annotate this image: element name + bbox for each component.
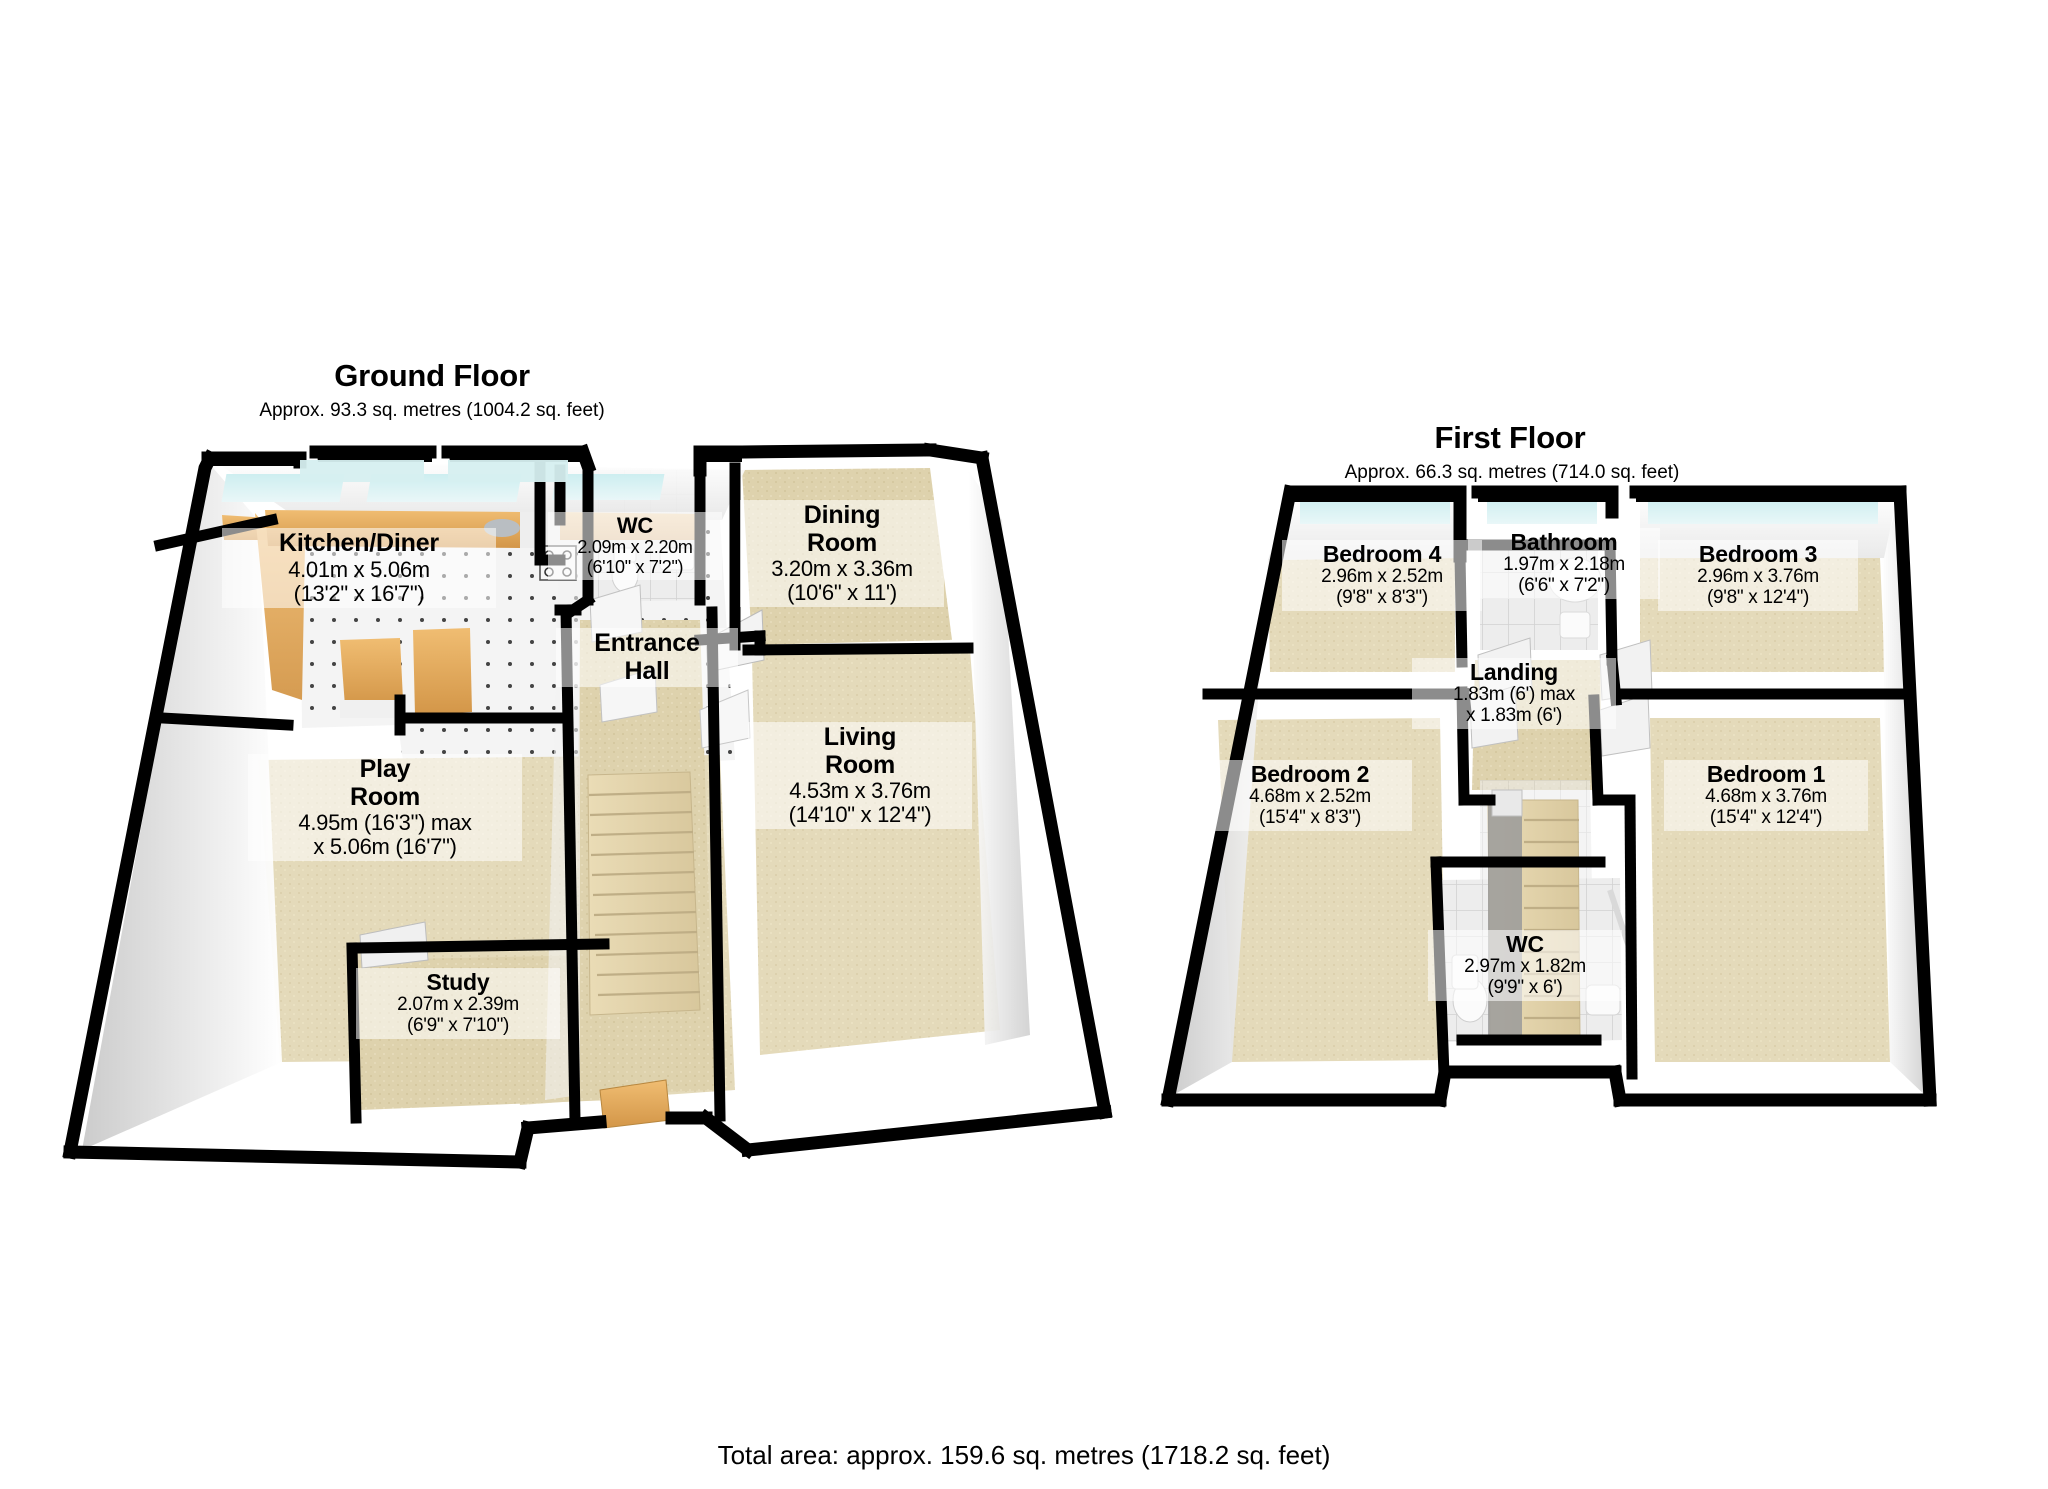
room-dim-metric-bedroom-2: 4.68m x 2.52m — [1249, 786, 1371, 808]
room-name-living-room-line1: Living — [823, 723, 897, 751]
room-name-bathroom: Bathroom — [1510, 529, 1618, 555]
room-label-study[interactable]: Study 2.07m x 2.39m (6'9" x 7'10") — [356, 968, 560, 1040]
room-dim-imperial-dining-room: (10'6" x 11') — [787, 580, 897, 606]
room-name-study: Study — [426, 969, 490, 995]
room-dim-metric-kitchen-diner: 4.01m x 5.06m — [288, 556, 430, 582]
room-name-dining-room-line2: Room — [806, 528, 878, 557]
room-label-kitchen-diner[interactable]: Kitchen/Diner 4.01m x 5.06m (13'2" x 16'… — [222, 528, 496, 608]
room-name-wc-ground: WC — [616, 513, 654, 538]
room-dim-metric-wc-first: 2.97m x 1.82m — [1464, 956, 1586, 978]
room-name-wc-first: WC — [1506, 931, 1544, 957]
room-label-bedroom-2[interactable]: Bedroom 2 4.68m x 2.52m (15'4" x 8'3") — [1208, 760, 1412, 832]
room-dim-imperial-wc-first: (9'9" x 6') — [1487, 977, 1563, 999]
room-label-landing[interactable]: Landing 1.83m (6') max x 1.83m (6') — [1412, 658, 1616, 730]
room-name-bedroom-2: Bedroom 2 — [1250, 761, 1370, 787]
first-floor-title: First Floor — [1434, 420, 1586, 455]
room-dim-metric-bedroom-3: 2.96m x 3.76m — [1697, 566, 1819, 588]
dining-window — [551, 474, 665, 500]
room-label-play-room[interactable]: Play Room 4.95m (16'3") max x 5.06m (16'… — [248, 754, 522, 862]
room-dim-imperial-living-room: (14'10" x 12'4") — [788, 802, 932, 828]
room-dim-metric-dining-room: 3.20m x 3.36m — [771, 556, 913, 581]
room-dim-imperial-bathroom: (6'6" x 7'2") — [1518, 575, 1610, 597]
ground-wall-caps — [206, 446, 742, 466]
room-label-bedroom-4[interactable]: Bedroom 4 2.96m x 2.52m (9'8" x 8'3") — [1282, 540, 1482, 612]
room-dim-imperial-bedroom-3: (9'8" x 12'4") — [1706, 587, 1810, 609]
room-name-entrance-hall-line1: Entrance — [594, 629, 700, 657]
room-label-living-room[interactable]: Living Room 4.53m x 3.76m (14'10" x 12'4… — [748, 722, 972, 830]
room-name-bedroom-3: Bedroom 3 — [1698, 541, 1818, 567]
room-dim-imperial-bedroom-1: (15'4" x 12'4") — [1709, 807, 1823, 829]
room-label-bathroom[interactable]: Bathroom 1.97m x 2.18m (6'6" x 7'2") — [1468, 528, 1660, 600]
bedroom3-window — [1648, 498, 1878, 524]
room-dim-imperial-kitchen-diner: (13'2" x 16'7") — [293, 580, 425, 606]
room-dim-imperial-bedroom-2: (15'4" x 8'3") — [1258, 807, 1362, 829]
first-staircase — [1487, 789, 1581, 1041]
room-dim-imperial-study: (6'9" x 7'10") — [406, 1015, 510, 1037]
room-dim-metric-bedroom-4: 2.96m x 2.52m — [1321, 566, 1443, 588]
total-area-text: Total area: approx. 159.6 sq. metres (17… — [717, 1440, 1331, 1470]
bathroom-window — [1487, 498, 1597, 524]
room-name-kitchen-diner: Kitchen/Diner — [279, 529, 439, 557]
room-dim-metric-bathroom: 1.97m x 2.18m — [1503, 554, 1625, 576]
room-dim-metric-play-room: 4.95m (16'3") max — [298, 810, 472, 835]
room-name-play-room-line1: Play — [359, 755, 411, 783]
room-name-dining-room-line1: Dining — [803, 501, 881, 529]
room-name-landing: Landing — [1469, 659, 1559, 685]
room-dim-metric-landing: 1.83m (6') max — [1453, 684, 1575, 706]
room-label-bedroom-1[interactable]: Bedroom 1 4.68m x 3.76m (15'4" x 12'4") — [1664, 760, 1868, 832]
room-dim-imperial-wc-ground: (6'10" x 7'2") — [586, 556, 684, 577]
room-dim-imperial-landing: x 1.83m (6') — [1465, 705, 1563, 727]
kitchen-island-1 — [340, 638, 403, 706]
room-label-wc-ground[interactable]: WC 2.09m x 2.20m (6'10" x 7'2") — [548, 512, 722, 580]
bedroom4-window — [1300, 498, 1450, 524]
room-dim-imperial-play-room: x 5.06m (16'7") — [313, 834, 457, 860]
room-dim-imperial-bedroom-4: (9'8" x 8'3") — [1336, 587, 1428, 609]
ground-staircase — [587, 771, 701, 1016]
ground-floor-title: Ground Floor — [334, 358, 530, 393]
room-label-entrance-hall[interactable]: Entrance Hall — [556, 628, 738, 687]
kitchen-island-2 — [413, 628, 472, 715]
ground-floor-subtitle: Approx. 93.3 sq. metres (1004.2 sq. feet… — [259, 400, 605, 421]
room-dim-metric-wc-ground: 2.09m x 2.20m — [577, 537, 693, 558]
first-floor-subtitle: Approx. 66.3 sq. metres (714.0 sq. feet) — [1344, 462, 1680, 483]
stair-void — [1488, 800, 1522, 1040]
room-dim-metric-study: 2.07m x 2.39m — [397, 994, 519, 1016]
room-name-entrance-hall-line2: Hall — [624, 656, 670, 685]
room-label-dining-room[interactable]: Dining Room 3.20m x 3.36m (10'6" x 11') — [740, 500, 944, 608]
room-label-wc-first[interactable]: WC 2.97m x 1.82m (9'9" x 6') — [1428, 930, 1622, 1002]
room-dim-metric-living-room: 4.53m x 3.76m — [789, 778, 931, 803]
first-wall-caps — [1294, 486, 1900, 502]
room-name-bedroom-1: Bedroom 1 — [1706, 761, 1826, 787]
room-name-bedroom-4: Bedroom 4 — [1322, 541, 1442, 567]
room-name-living-room-line2: Room — [824, 750, 896, 779]
room-label-bedroom-3[interactable]: Bedroom 3 2.96m x 3.76m (9'8" x 12'4") — [1658, 540, 1858, 612]
room-name-play-room-line2: Room — [349, 782, 421, 811]
room-dim-metric-bedroom-1: 4.68m x 3.76m — [1705, 786, 1827, 808]
livingroom-floor — [752, 650, 1000, 1055]
